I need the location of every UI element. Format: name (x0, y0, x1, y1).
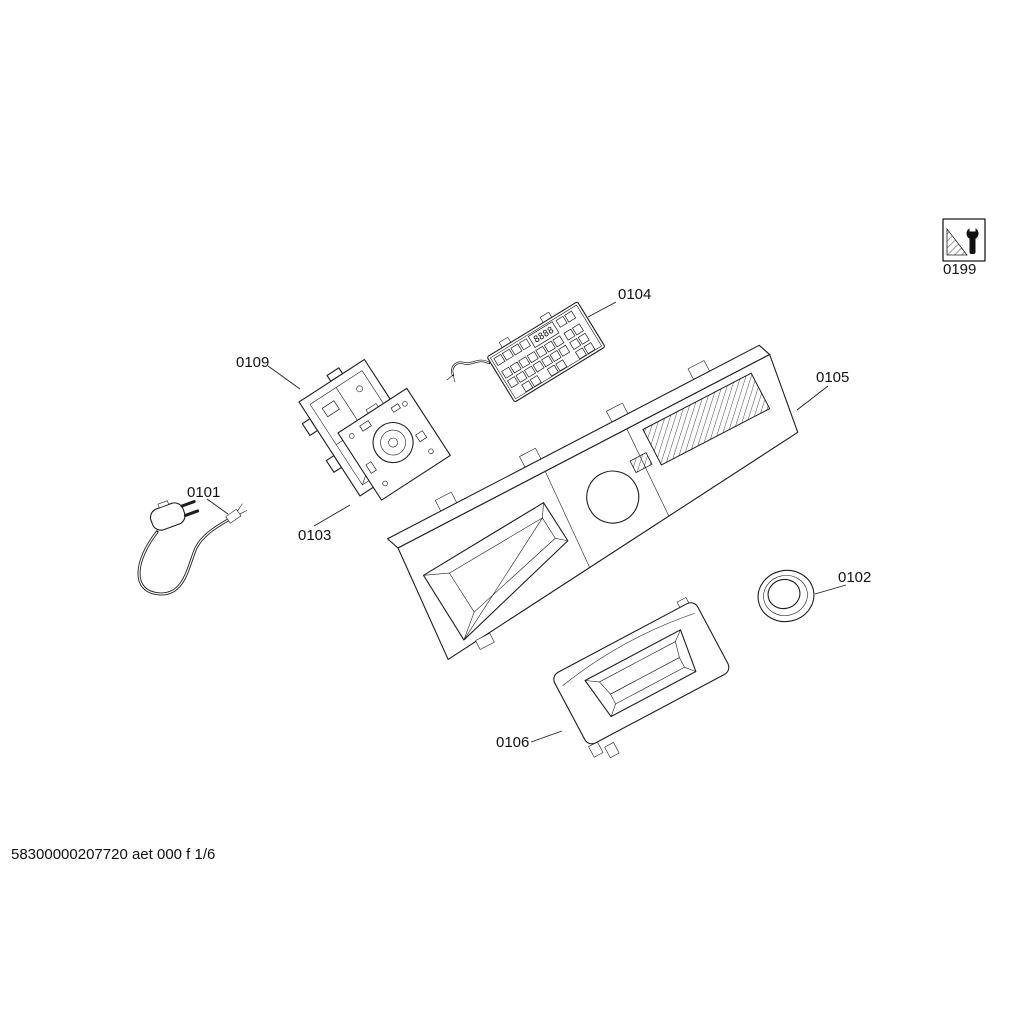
leader-lines (206, 301, 847, 743)
label-0102: 0102 (838, 569, 871, 586)
display-window-aperture (642, 372, 771, 466)
wrench-icon (966, 225, 979, 254)
module-display-window (527, 321, 560, 348)
label-0109: 0109 (236, 354, 269, 371)
service-icon-box (942, 218, 986, 262)
part-0104-control-module-cable (446, 359, 491, 383)
footer-doc-number: 58300000207720 aet 000 f 1/6 (11, 846, 215, 863)
part-0105-fascia-panel (387, 344, 799, 660)
part-0102-bezel-ring (757, 569, 815, 623)
leader-0104 (587, 301, 617, 318)
label-0104: 0104 (618, 286, 651, 303)
indicator-aperture (629, 452, 653, 474)
module-buttons (493, 310, 596, 393)
drawer-aperture (422, 502, 569, 641)
part-0106-dispenser-drawer-front (553, 597, 730, 759)
part-0104-control-module: 8888 (487, 301, 605, 402)
part-labels: 0101 0102 0103 0104 0105 0106 0109 0199 (187, 261, 976, 751)
part-0101-power-cord (137, 500, 248, 596)
leader-0109 (267, 365, 301, 390)
hatched-triangle (946, 227, 968, 256)
label-0105: 0105 (816, 369, 849, 386)
cord-terminal (225, 503, 248, 524)
handle-recess (584, 629, 697, 718)
label-0101: 0101 (187, 484, 220, 501)
label-0106: 0106 (496, 734, 529, 751)
knob-hole (586, 470, 640, 524)
plug (149, 500, 200, 531)
leader-0105 (796, 385, 829, 411)
leader-0101 (206, 498, 229, 515)
leader-0103 (313, 504, 351, 527)
label-0103: 0103 (298, 527, 331, 544)
part-0103-power-module-board (337, 387, 451, 501)
label-0199: 0199 (943, 261, 976, 278)
leader-0106 (530, 730, 563, 743)
leader-0102 (814, 584, 847, 595)
